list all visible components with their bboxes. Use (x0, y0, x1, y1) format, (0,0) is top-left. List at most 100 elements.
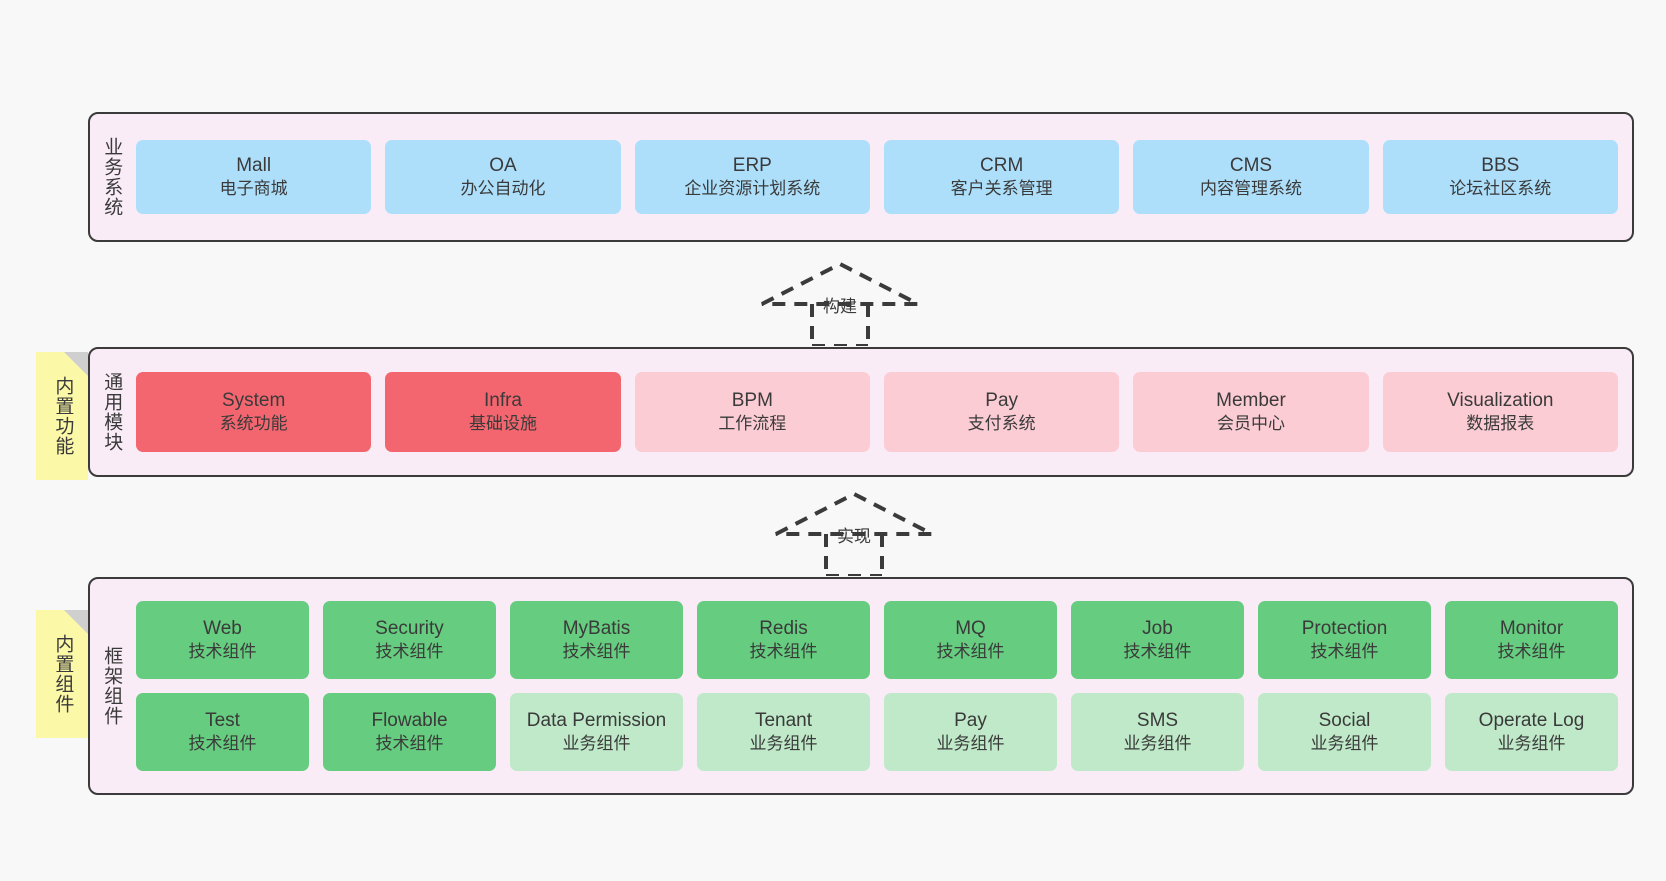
card-cms-sub: 内容管理系统 (1199, 179, 1302, 199)
card-bbs[interactable]: BBS 论坛社区系统 (1382, 140, 1618, 214)
card-test-sub: 技术组件 (188, 734, 257, 754)
card-infra[interactable]: Infra 基础设施 (385, 372, 621, 452)
card-flowable-sub: 技术组件 (375, 734, 444, 754)
card-bbs-title: BBS (1481, 155, 1520, 177)
tier-modules-label: 通用模块 (101, 372, 123, 452)
card-test[interactable]: Test 技术组件 (136, 693, 309, 771)
card-data-permission-sub: 业务组件 (562, 734, 631, 754)
card-social[interactable]: Social 业务组件 (1258, 693, 1431, 771)
card-pay-module-sub: 支付系统 (967, 414, 1036, 434)
tier-business-body: Mall 电子商城 OA 办公自动化 ERP 企业资源计划系统 CRM 客户关系… (132, 114, 1632, 240)
card-web[interactable]: Web 技术组件 (136, 601, 309, 679)
card-mybatis[interactable]: MyBatis 技术组件 (510, 601, 683, 679)
card-infra-sub: 基础设施 (468, 414, 537, 434)
tier-business-systems: 业务系统 Mall 电子商城 OA 办公自动化 ERP 企业资源计划系统 CRM (88, 112, 1634, 242)
card-pay-component[interactable]: Pay 业务组件 (884, 693, 1057, 771)
card-bpm-sub: 工作流程 (718, 414, 787, 434)
card-cms-title: CMS (1229, 155, 1273, 177)
card-monitor-title: Monitor (1499, 618, 1564, 640)
card-erp-sub: 企业资源计划系统 (684, 179, 821, 199)
card-pay-module[interactable]: Pay 支付系统 (883, 372, 1120, 452)
card-member-title: Member (1216, 390, 1286, 412)
connector-implement-label: 实现 (837, 527, 871, 546)
connector-implement: 实现 (756, 488, 952, 578)
card-job-sub: 技术组件 (1123, 642, 1192, 662)
card-visualization[interactable]: Visualization 数据报表 (1382, 372, 1618, 452)
card-data-permission[interactable]: Data Permission 业务组件 (510, 693, 683, 771)
card-oa-title: OA (489, 155, 517, 177)
card-pay-component-sub: 业务组件 (936, 734, 1005, 754)
card-operate-log-sub: 业务组件 (1497, 734, 1566, 754)
card-oa[interactable]: OA 办公自动化 (385, 140, 621, 214)
card-redis-sub: 技术组件 (749, 642, 818, 662)
tier-business-label: 业务系统 (101, 137, 123, 217)
card-sms[interactable]: SMS 业务组件 (1071, 693, 1244, 771)
connector-build: 构建 (742, 258, 938, 348)
card-crm-title: CRM (980, 155, 1024, 177)
card-mall-title: Mall (236, 155, 272, 177)
card-operate-log-title: Operate Log (1478, 710, 1585, 732)
card-cms[interactable]: CMS 内容管理系统 (1133, 140, 1369, 214)
card-tenant-title: Tenant (754, 710, 813, 732)
card-sms-sub: 业务组件 (1123, 734, 1192, 754)
sticky-note-builtin-features: 内置功能 (36, 352, 88, 480)
tier-modules-body: System 系统功能 Infra 基础设施 BPM 工作流程 Pay 支付系统… (132, 349, 1632, 475)
tier-framework-label: 框架组件 (101, 646, 123, 726)
card-protection-sub: 技术组件 (1310, 642, 1379, 662)
card-tenant[interactable]: Tenant 业务组件 (697, 693, 870, 771)
card-visualization-sub: 数据报表 (1466, 414, 1535, 434)
card-mybatis-title: MyBatis (562, 618, 631, 640)
card-pay-module-title: Pay (985, 390, 1019, 412)
card-erp[interactable]: ERP 企业资源计划系统 (634, 140, 870, 214)
card-sms-title: SMS (1136, 710, 1179, 732)
tier-framework-components: 框架组件 Web 技术组件 Security 技术组件 MyBatis 技术组件… (88, 577, 1634, 795)
card-member-sub: 会员中心 (1216, 414, 1285, 434)
card-security-title: Security (375, 618, 444, 640)
connector-build-label: 构建 (823, 297, 857, 316)
card-erp-title: ERP (732, 155, 772, 177)
card-redis-title: Redis (759, 618, 808, 640)
tier-framework-body: Web 技术组件 Security 技术组件 MyBatis 技术组件 Redi… (132, 579, 1632, 793)
card-security-sub: 技术组件 (375, 642, 444, 662)
card-job[interactable]: Job 技术组件 (1071, 601, 1244, 679)
card-mq[interactable]: MQ 技术组件 (884, 601, 1057, 679)
card-system-sub: 系统功能 (219, 414, 288, 434)
modules-card-row: System 系统功能 Infra 基础设施 BPM 工作流程 Pay 支付系统… (136, 372, 1618, 452)
card-mq-sub: 技术组件 (936, 642, 1005, 662)
card-social-title: Social (1318, 710, 1371, 732)
business-card-row: Mall 电子商城 OA 办公自动化 ERP 企业资源计划系统 CRM 客户关系… (136, 140, 1618, 214)
card-test-title: Test (205, 710, 240, 732)
card-monitor-sub: 技术组件 (1497, 642, 1566, 662)
card-bpm-title: BPM (731, 390, 773, 412)
card-member[interactable]: Member 会员中心 (1133, 372, 1369, 452)
card-social-sub: 业务组件 (1310, 734, 1379, 754)
card-mq-title: MQ (955, 618, 986, 640)
card-operate-log[interactable]: Operate Log 业务组件 (1445, 693, 1618, 771)
card-bpm[interactable]: BPM 工作流程 (634, 372, 870, 452)
card-pay-component-title: Pay (954, 710, 987, 732)
card-mall-sub: 电子商城 (219, 179, 288, 199)
card-visualization-title: Visualization (1447, 390, 1554, 412)
card-oa-sub: 办公自动化 (460, 179, 546, 199)
card-redis[interactable]: Redis 技术组件 (697, 601, 870, 679)
card-data-permission-title: Data Permission (526, 710, 667, 732)
card-system[interactable]: System 系统功能 (136, 372, 372, 452)
card-system-title: System (221, 390, 286, 412)
card-protection[interactable]: Protection 技术组件 (1258, 601, 1431, 679)
card-security[interactable]: Security 技术组件 (323, 601, 496, 679)
framework-card-row-1: Web 技术组件 Security 技术组件 MyBatis 技术组件 Redi… (136, 601, 1618, 679)
sticky-note-builtin-components: 内置组件 (36, 610, 88, 738)
card-job-title: Job (1142, 618, 1173, 640)
card-mall[interactable]: Mall 电子商城 (136, 140, 372, 214)
card-bbs-sub: 论坛社区系统 (1449, 179, 1552, 199)
tier-common-modules: 通用模块 System 系统功能 Infra 基础设施 BPM 工作流程 Pay (88, 347, 1634, 477)
card-web-title: Web (203, 618, 242, 640)
card-web-sub: 技术组件 (188, 642, 257, 662)
card-crm[interactable]: CRM 客户关系管理 (883, 140, 1120, 214)
card-monitor[interactable]: Monitor 技术组件 (1445, 601, 1618, 679)
card-flowable-title: Flowable (371, 710, 448, 732)
card-flowable[interactable]: Flowable 技术组件 (323, 693, 496, 771)
card-infra-title: Infra (483, 390, 522, 412)
card-mybatis-sub: 技术组件 (562, 642, 631, 662)
